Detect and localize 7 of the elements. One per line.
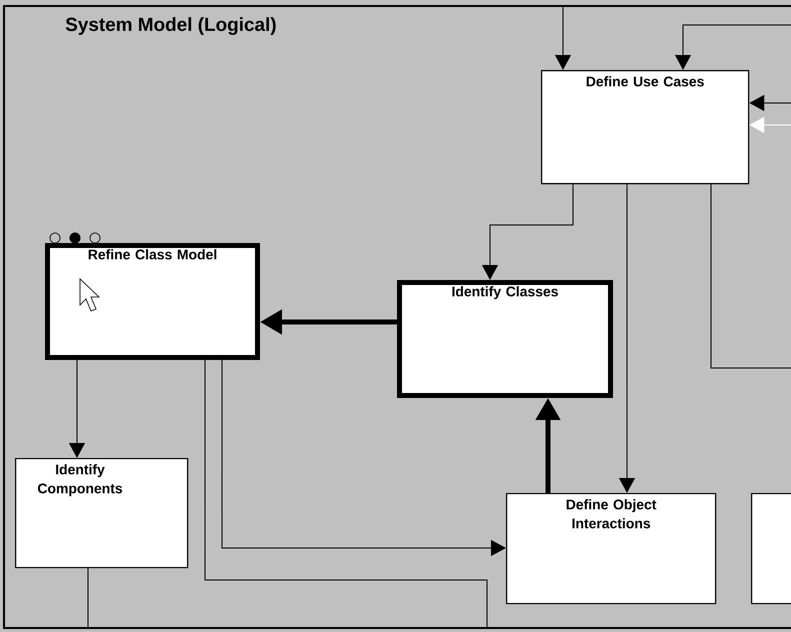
title: System Model (Logical) [66,17,276,35]
process-box: Identify Classes [397,280,613,398]
process-box: Identify Components [15,458,188,568]
process-box: Define Use Cases [541,70,750,184]
process-box: Refine Class Model [45,242,260,360]
process-box [751,492,791,604]
process-box: Define Object Interactions [506,492,716,604]
